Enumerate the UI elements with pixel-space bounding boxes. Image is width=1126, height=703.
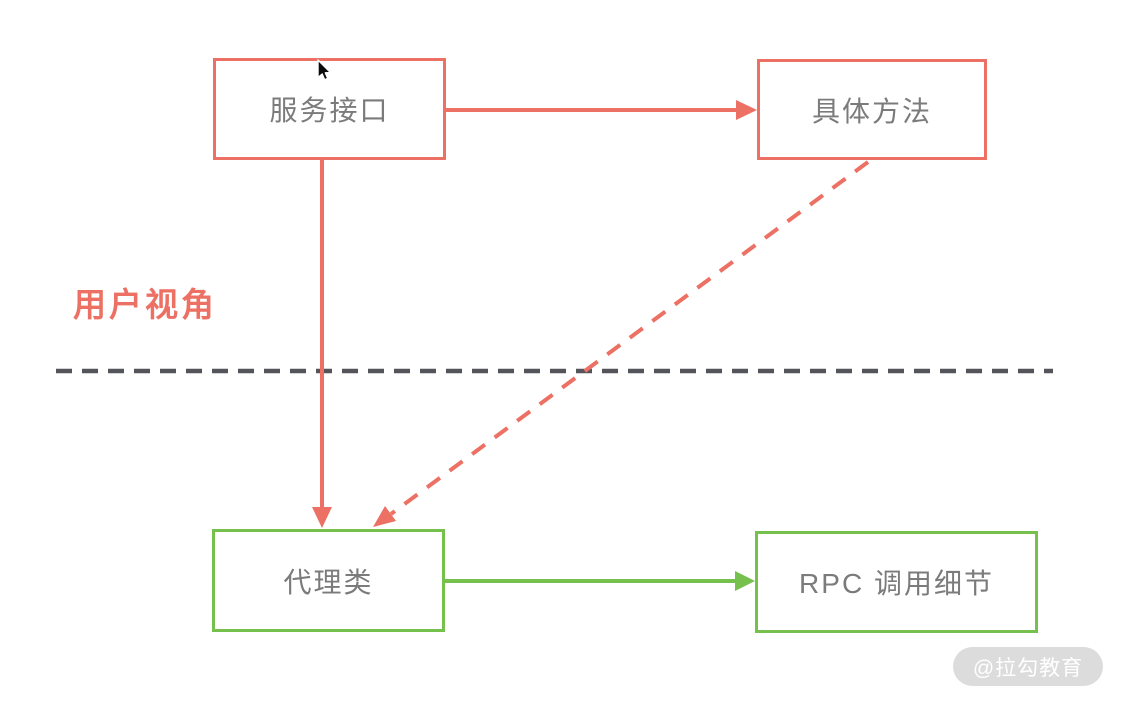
edge-method-to-proxy-line [389, 160, 870, 516]
node-concrete-method: 具体方法 [757, 59, 987, 160]
node-rpc-call-detail: RPC 调用细节 [755, 531, 1038, 633]
watermark-badge: @拉勾教育 [953, 647, 1103, 686]
node-proxy-class-label: 代理类 [283, 566, 374, 598]
edge-proxy-to-rpc-arrowhead [735, 571, 755, 591]
edge-service-to-method-arrowhead [736, 100, 757, 120]
node-concrete-method-label: 具体方法 [811, 95, 932, 127]
edge-method-to-proxy-arrowhead [373, 506, 396, 527]
node-proxy-class: 代理类 [212, 529, 445, 632]
watermark-text: @拉勾教育 [972, 656, 1084, 680]
node-service-interface-label: 服务接口 [269, 95, 390, 126]
user-perspective-label: 用户视角 [73, 286, 217, 323]
node-rpc-call-detail-label: RPC 调用细节 [799, 568, 994, 599]
node-service-interface: 服务接口 [213, 58, 446, 160]
edge-service-to-proxy-arrowhead [312, 507, 332, 528]
